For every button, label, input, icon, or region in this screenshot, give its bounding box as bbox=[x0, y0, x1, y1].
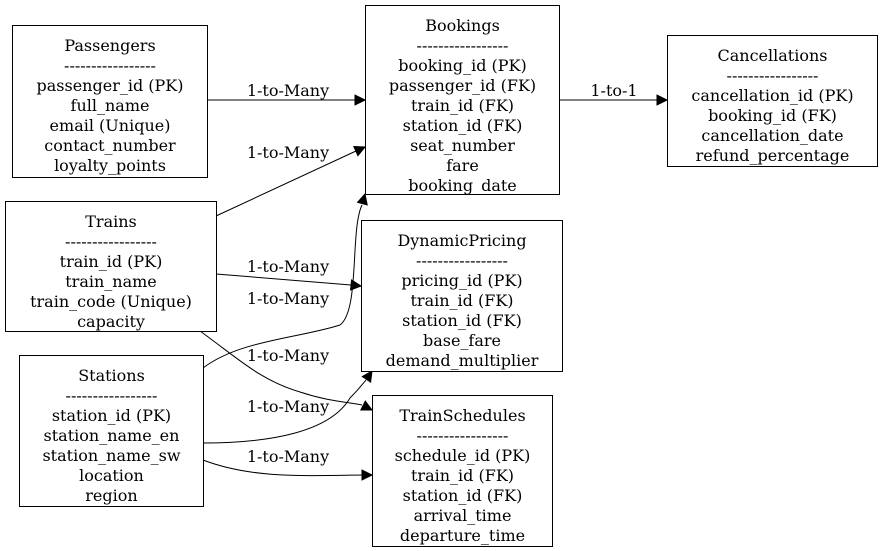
entity-field: passenger_id (FK) bbox=[389, 76, 536, 95]
entity-field: booking_id (FK) bbox=[708, 106, 837, 125]
edge-line bbox=[202, 204, 363, 369]
entity-field: train_id (PK) bbox=[60, 252, 163, 271]
edge-stations-train-schedules bbox=[202, 459, 374, 481]
edge-passengers-bookings bbox=[207, 94, 367, 106]
edge-line bbox=[202, 379, 367, 444]
relationship-label: 1-to-Many bbox=[247, 143, 329, 162]
relationship-label: 1-to-Many bbox=[247, 397, 329, 416]
relationship-label: 1-to-Many bbox=[247, 289, 329, 308]
entity-field: cancellation_id (PK) bbox=[691, 86, 853, 105]
edge-line bbox=[215, 150, 357, 217]
arrow-head-icon bbox=[360, 400, 373, 411]
edge-stations-dynamic-pricing bbox=[202, 370, 373, 444]
entity-field: station_name_sw bbox=[42, 446, 180, 465]
stations-entity: Stations-----------------station_id (PK)… bbox=[19, 355, 204, 507]
entity-field: email (Unique) bbox=[50, 116, 171, 135]
cancellations-entity: Cancellations-----------------cancellati… bbox=[667, 35, 878, 167]
entity-field: refund_percentage bbox=[696, 146, 850, 165]
trains-entity: Trains-----------------train_id (PK)trai… bbox=[5, 201, 217, 332]
entity-separator: ----------------- bbox=[64, 56, 156, 75]
entity-field: train_id (FK) bbox=[411, 466, 514, 485]
edge-line bbox=[215, 273, 352, 286]
edge-stations-bookings bbox=[202, 192, 368, 369]
edge-bookings-cancellations bbox=[559, 94, 669, 106]
entity-title: TrainSchedules bbox=[399, 406, 525, 425]
entity-title: Cancellations bbox=[718, 46, 828, 65]
entity-field: station_id (FK) bbox=[403, 486, 523, 505]
entity-title: Stations bbox=[78, 366, 145, 385]
entity-box bbox=[361, 220, 563, 372]
entity-separator: ----------------- bbox=[417, 36, 509, 55]
entity-field: full_name bbox=[71, 96, 150, 115]
entity-field: pricing_id (PK) bbox=[401, 271, 522, 290]
entity-field: arrival_time bbox=[414, 506, 512, 525]
arrow-head-icon bbox=[361, 469, 374, 481]
entity-box bbox=[667, 35, 878, 167]
edge-line bbox=[202, 459, 363, 477]
arrow-head-icon bbox=[354, 94, 367, 106]
entity-field: departure_time bbox=[400, 526, 525, 545]
edge-trains-dynamic-pricing bbox=[215, 273, 363, 291]
relationship-label: 1-to-Many bbox=[247, 81, 329, 100]
entity-field: demand_multiplier bbox=[386, 351, 539, 370]
entity-field: base_fare bbox=[423, 331, 501, 350]
bookings-entity: Bookings-----------------booking_id (PK)… bbox=[365, 5, 560, 195]
relationship-label: 1-to-Many bbox=[247, 257, 329, 276]
arrow-head-icon bbox=[353, 145, 367, 157]
entity-field: contact_number bbox=[44, 136, 176, 155]
relationship-edges bbox=[199, 94, 669, 481]
entity-title: DynamicPricing bbox=[397, 231, 526, 250]
entity-field: region bbox=[85, 486, 137, 505]
relationship-label: 1-to-Many bbox=[247, 346, 329, 365]
entity-title: Bookings bbox=[425, 16, 500, 35]
entity-box bbox=[5, 201, 217, 332]
edge-trains-train-schedules bbox=[199, 330, 373, 411]
entity-separator: ----------------- bbox=[66, 386, 158, 405]
relationship-label: 1-to-1 bbox=[590, 81, 637, 100]
entity-field: booking_id (PK) bbox=[398, 56, 527, 75]
entity-field: station_id (FK) bbox=[402, 311, 522, 330]
entity-field: train_name bbox=[65, 272, 157, 291]
train-schedules-entity: TrainSchedules-----------------schedule_… bbox=[372, 395, 553, 547]
entity-separator: ----------------- bbox=[727, 66, 819, 85]
entity-field: train_code (Unique) bbox=[30, 292, 192, 311]
entity-box bbox=[12, 25, 208, 178]
entity-field: capacity bbox=[77, 312, 145, 331]
entity-box bbox=[372, 395, 553, 547]
entity-nodes: Passengers-----------------passenger_id … bbox=[5, 5, 878, 547]
entity-field: station_name_en bbox=[44, 426, 180, 445]
entity-field: location bbox=[79, 466, 144, 485]
entity-field: train_id (FK) bbox=[411, 96, 514, 115]
entity-field: seat_number bbox=[410, 136, 515, 155]
entity-field: cancellation_date bbox=[701, 126, 843, 145]
entity-field: passenger_id (PK) bbox=[37, 76, 184, 95]
entity-separator: ----------------- bbox=[417, 426, 509, 445]
passengers-entity: Passengers-----------------passenger_id … bbox=[12, 25, 208, 178]
relationship-label: 1-to-Many bbox=[247, 447, 329, 466]
dynamic-pricing-entity: DynamicPricing-----------------pricing_i… bbox=[361, 220, 563, 372]
entity-field: fare bbox=[446, 156, 479, 175]
arrow-head-icon bbox=[361, 370, 373, 383]
entity-field: train_id (FK) bbox=[410, 291, 513, 310]
edge-line bbox=[199, 330, 363, 406]
entity-box bbox=[19, 355, 204, 507]
entity-separator: ----------------- bbox=[65, 232, 157, 251]
entity-field: booking_date bbox=[408, 176, 517, 195]
arrow-head-icon bbox=[356, 192, 368, 206]
entity-separator: ----------------- bbox=[416, 251, 508, 270]
entity-field: loyalty_points bbox=[54, 156, 166, 175]
arrow-head-icon bbox=[656, 94, 669, 106]
entity-field: schedule_id (PK) bbox=[395, 446, 531, 465]
entity-title: Passengers bbox=[64, 36, 155, 55]
entity-field: station_id (FK) bbox=[403, 116, 523, 135]
relationship-labels: 1-to-Many 1-to-1 1-to-Many 1-to-Many 1-to-Ma… bbox=[247, 81, 638, 466]
entity-field: station_id (PK) bbox=[52, 406, 171, 425]
entity-title: Trains bbox=[85, 212, 137, 231]
edge-trains-bookings bbox=[215, 145, 367, 217]
entity-box bbox=[365, 5, 560, 195]
